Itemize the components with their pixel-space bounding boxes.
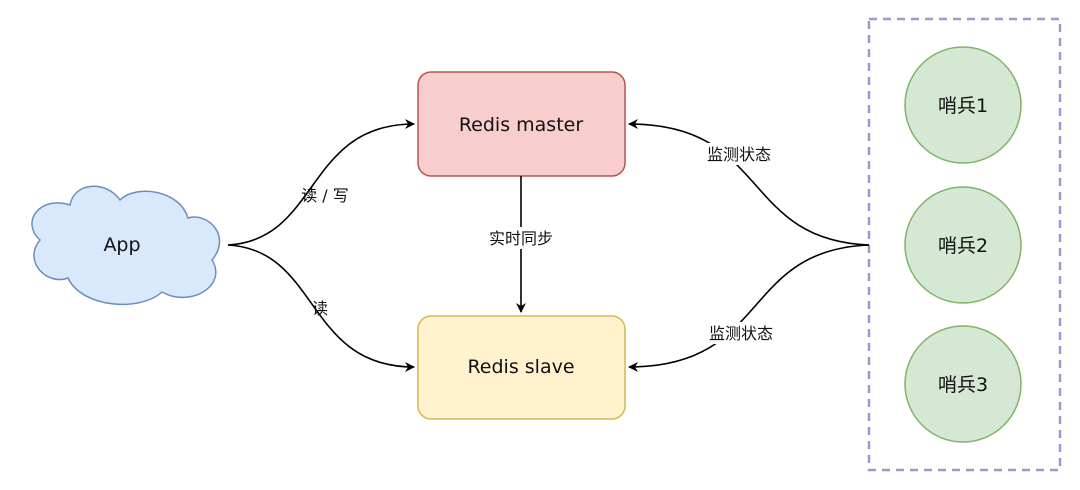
sentinel-node-1[interactable]: 哨兵1 — [904, 46, 1022, 164]
edge-label-bg — [700, 143, 778, 165]
cloud-shape — [31, 185, 221, 305]
edge-sentinel-to-master — [628, 119, 870, 246]
redis-slave-node[interactable]: Redis slave — [417, 315, 626, 420]
app-label: App — [103, 234, 140, 256]
sentinel-circle — [904, 46, 1022, 164]
app-node[interactable]: App — [31, 185, 221, 305]
sentinel-node-2[interactable]: 哨兵2 — [904, 186, 1022, 304]
redis-master-node[interactable]: Redis master — [417, 71, 626, 177]
edge-app-to-master — [227, 119, 415, 246]
sentinel-label: 哨兵2 — [938, 235, 988, 257]
edge-label-bg — [484, 227, 558, 249]
edge-sentinel-to-slave — [628, 244, 870, 372]
edge-label-read: 读 — [312, 299, 328, 318]
edge-label-read-write: 读 / 写 — [301, 186, 349, 205]
redis-master-label: Redis master — [459, 114, 584, 136]
redis-slave-box — [417, 315, 626, 420]
edge-label-bg — [700, 322, 778, 344]
redis-slave-label: Redis slave — [467, 356, 574, 378]
sentinel-circle — [904, 186, 1022, 304]
edge-label-monitor-master: 监测状态 — [707, 145, 771, 164]
sentinel-label: 哨兵1 — [938, 95, 988, 117]
sentinel-node-3[interactable]: 哨兵3 — [904, 325, 1022, 443]
edge-label-monitor-slave: 监测状态 — [709, 324, 773, 343]
sentinel-circle — [904, 325, 1022, 443]
edge-label-realtime-sync: 实时同步 — [489, 229, 553, 248]
sentinel-label: 哨兵3 — [938, 374, 988, 396]
edge-app-to-slave — [227, 244, 415, 372]
